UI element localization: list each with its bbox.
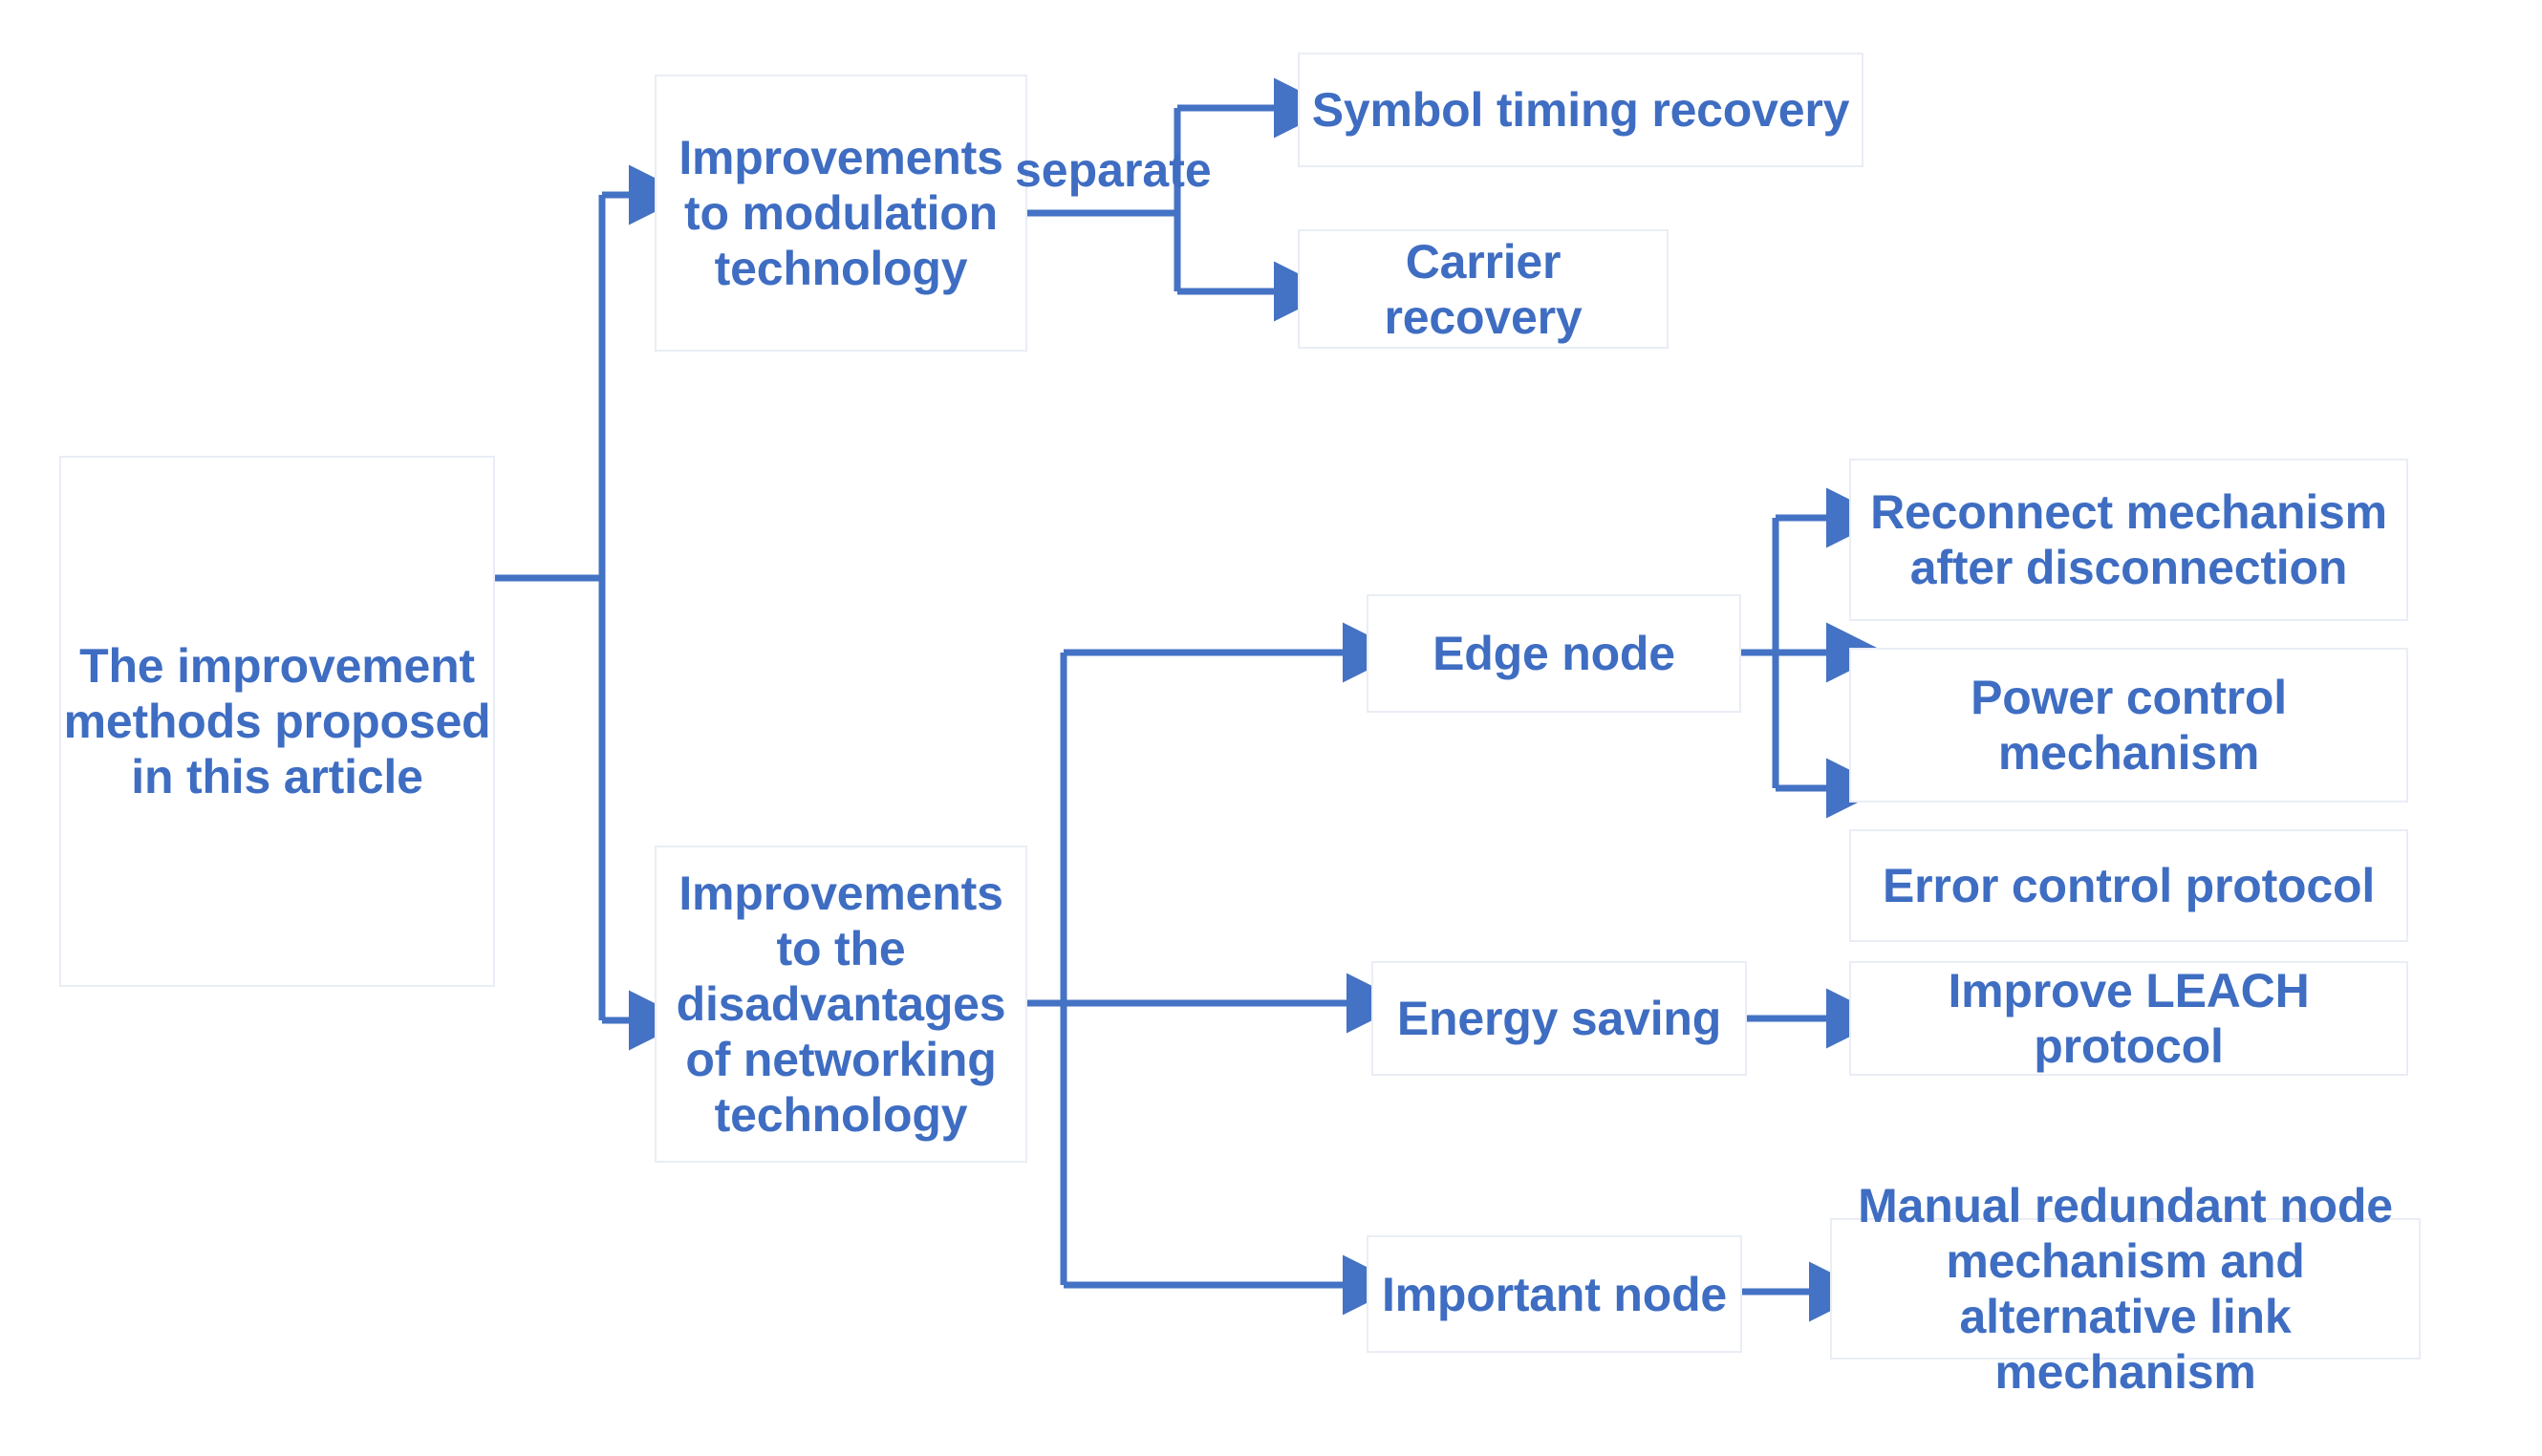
node-symbol-timing-recovery[interactable]: Symbol timing recovery: [1298, 53, 1863, 167]
node-reconnect-mechanism-after-disconnection[interactable]: Reconnect mechanism after disconnection: [1849, 459, 2408, 621]
node-root[interactable]: The improvement methods proposed in this…: [59, 456, 495, 987]
connector-root-split: [495, 164, 689, 1051]
node-edge-node[interactable]: Edge node: [1367, 594, 1741, 713]
node-manual-redundant-node-and-alternative-link-mechanism[interactable]: Manual redundant node mechanism and alte…: [1830, 1179, 2421, 1399]
node-improvements-to-networking-disadvantages[interactable]: Improvements to the disadvantages of net…: [655, 846, 1027, 1163]
node-carrier-recovery[interactable]: Carrier recovery: [1298, 229, 1669, 349]
node-improvements-to-modulation-technology[interactable]: Improvements to modulation technology: [655, 75, 1027, 352]
connector-networking-split: [1027, 622, 1407, 1316]
edge-label-separate: separate: [1015, 143, 1212, 197]
node-error-control-protocol[interactable]: Error control protocol: [1849, 829, 2408, 942]
node-energy-saving[interactable]: Energy saving: [1371, 961, 1747, 1076]
connector-edgenode-split: [1741, 487, 1886, 819]
node-improve-leach-protocol[interactable]: Improve LEACH protocol: [1849, 961, 2408, 1076]
node-important-node[interactable]: Important node: [1367, 1235, 1742, 1353]
connector-modulation-split: [1027, 77, 1334, 322]
node-power-control-mechanism[interactable]: Power control mechanism: [1849, 648, 2408, 803]
